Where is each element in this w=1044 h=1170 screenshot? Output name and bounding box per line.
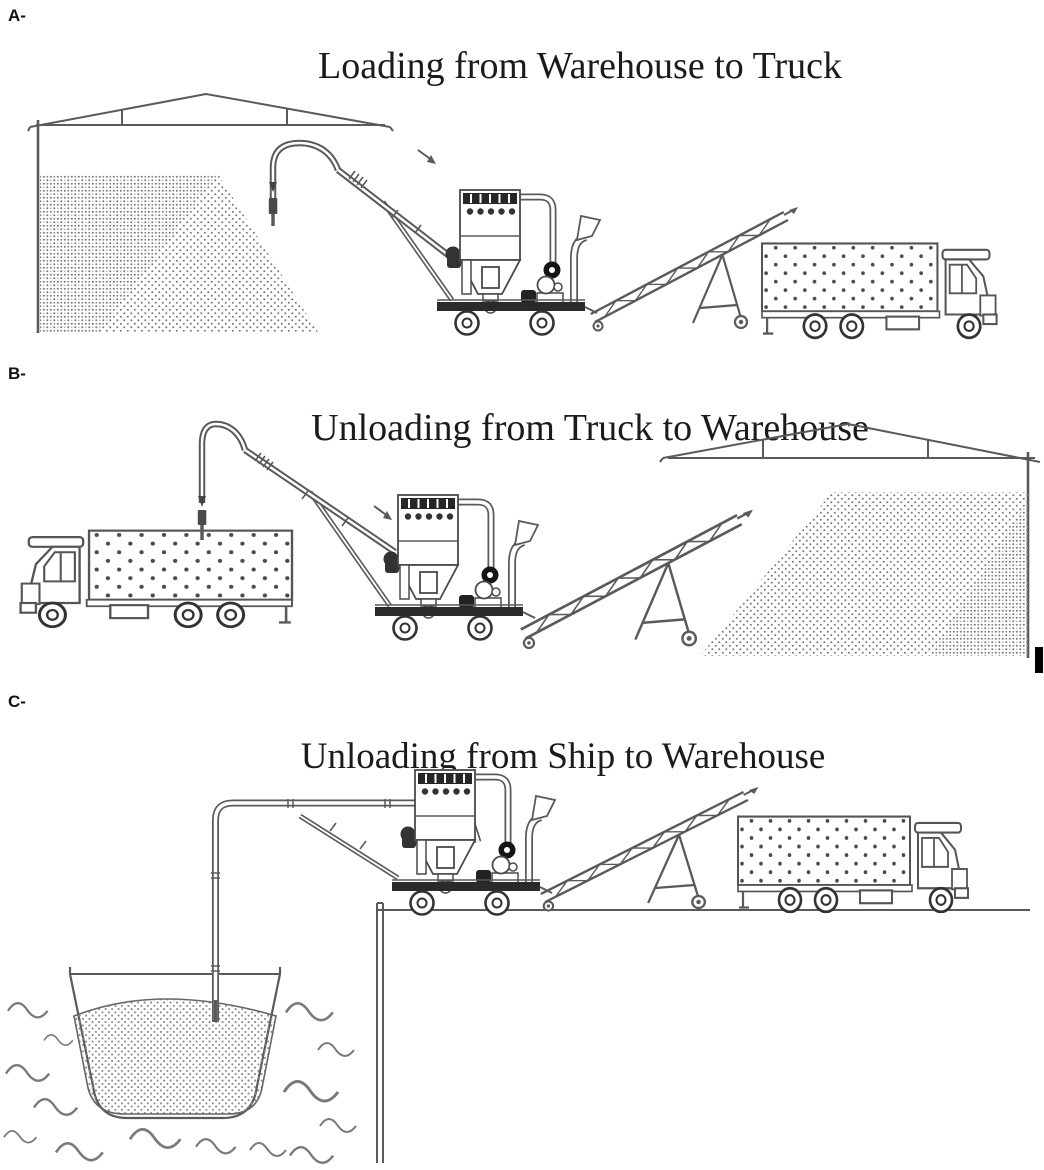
panel-c: C- Unloading from Ship to Warehouse	[3, 692, 1030, 1165]
vacuum-loader-icon	[437, 190, 600, 335]
panel-label-a: A-	[8, 6, 26, 25]
panel-label-c: C-	[8, 692, 26, 711]
suction-hose	[268, 139, 342, 226]
belt-conveyor-icon	[539, 785, 760, 912]
suction-boom	[336, 149, 455, 302]
quay-wall	[376, 902, 1030, 1163]
ship-hold-grain	[73, 998, 277, 1115]
warehouse-icon	[27, 92, 394, 333]
vacuum-loader-icon	[392, 770, 555, 915]
panel-b: B- Unloading from Truck to Warehouse	[8, 364, 1043, 673]
vacuum-loader-icon	[375, 495, 538, 640]
suction-hose	[197, 420, 249, 540]
ship-icon	[68, 967, 282, 1120]
panel-label-b: B-	[8, 364, 26, 383]
panel-title-b: Unloading from Truck to Warehouse	[311, 407, 869, 449]
panel-title-a: Loading from Warehouse to Truck	[318, 45, 842, 87]
text-cursor	[1035, 647, 1043, 673]
suction-boom	[243, 447, 397, 608]
truck-icon	[760, 242, 998, 340]
truck-icon	[736, 815, 970, 914]
belt-conveyor-icon	[519, 508, 755, 650]
panel-title-c: Unloading from Ship to Warehouse	[301, 736, 826, 777]
grain-pile	[40, 174, 318, 332]
grain-pile	[700, 492, 1028, 656]
truck-icon	[19, 529, 294, 629]
panel-a: A- Loading from Warehouse to Truck	[8, 6, 998, 340]
